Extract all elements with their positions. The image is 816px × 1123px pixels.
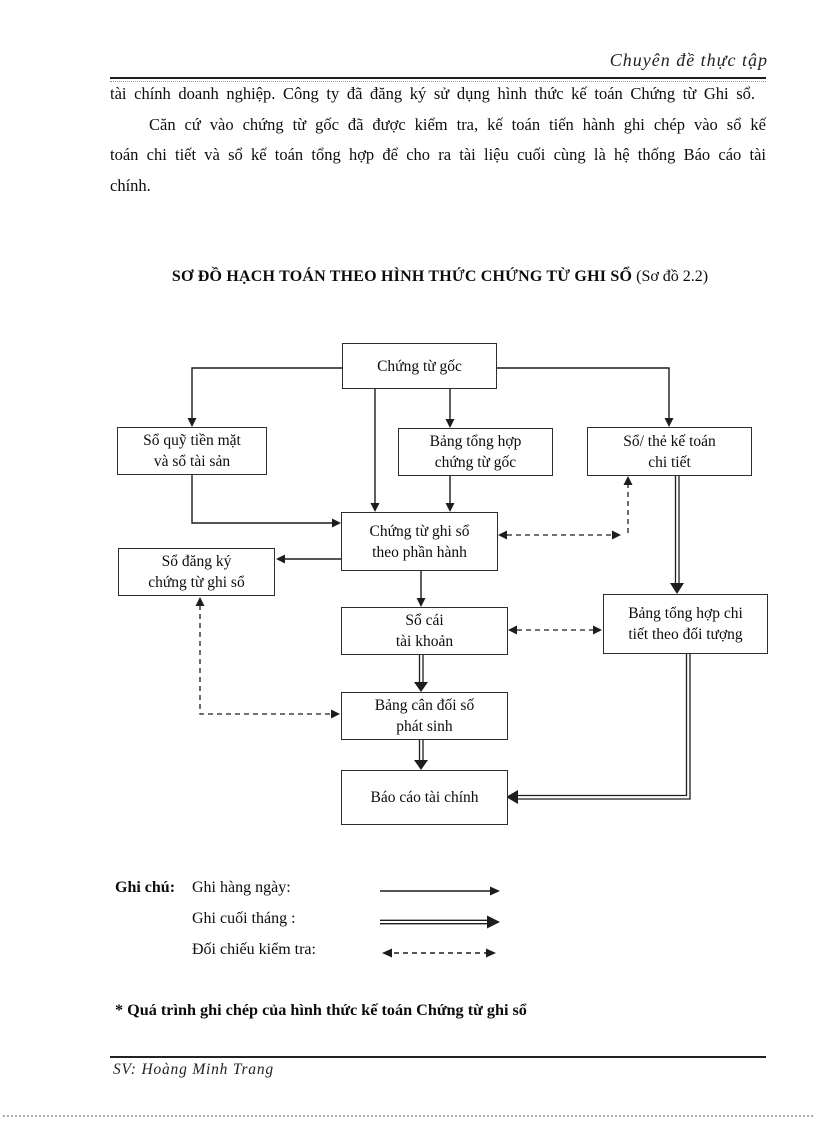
diagram-title-main: SƠ ĐỒ HẠCH TOÁN THEO HÌNH THỨC CHỨNG TỪ … [171,268,633,285]
arrowheads [187,418,684,804]
node-bang-tong-hop-chung-tu-goc: Bảng tổng hợp chứng từ gốc [398,428,553,476]
node-so-quy-tien-mat: Sổ quỹ tiền mặt và sổ tài sản [117,427,267,475]
node-chung-tu-goc: Chứng từ gốc [342,343,497,389]
node-bao-cao-tai-chinh: Báo cáo tài chính [341,770,508,825]
footer-author: SV: Hoàng Minh Trang [113,1061,274,1078]
body-paragraph-2: Căn cứ vào chứng từ gốc đã được kiểm tra… [110,114,766,195]
node-so-the-ke-toan-chi-tiet: Sổ/ thẻ kế toán chi tiết [587,427,752,476]
node-so-dang-ky-chung-tu-ghi-so: Sổ đăng ký chứng từ ghi sổ [118,548,275,596]
legend-item-monthly-label: Ghi cuối tháng : [192,910,296,927]
node-bang-can-doi-so-phat-sinh: Bảng cân đối số phát sinh [341,692,508,740]
diagram-title-ref: (Sơ đồ 2.2) [632,268,709,285]
page-bottom-dotted-line [3,1115,813,1117]
double-arrow-icon [380,915,500,929]
note-caption: * Quá trình ghi chép của hình thức kế to… [115,1001,527,1019]
header-running-title: Chuyên đề thực tập [609,50,768,70]
double-connector-lines [418,476,691,800]
node-bang-tong-hop-chi-tiet: Bảng tổng hợp chi tiết theo đối tượng [603,594,768,654]
solid-arrow-icon [380,886,500,896]
legend-title: Ghi chú: [115,879,176,896]
edge-soquy-to-ctgs [191,475,332,524]
body-paragraph-1: tài chính doanh nghiệp. Công ty đã đăng … [110,84,756,103]
body-text-block: tài chính doanh nghiệp. Công ty đã đăng … [110,79,766,201]
legend-item-check-label: Đối chiếu kiểm tra: [192,941,316,958]
dashed-arrow-icon [382,948,496,958]
diagram-title: SƠ ĐỒ HẠCH TOÁN THEO HÌNH THỨC CHỨNG TỪ … [110,268,770,286]
dashed-connector-lines [199,485,629,715]
header-rule [110,77,766,82]
footer-rule [110,1056,766,1058]
edge-goc-to-soquy [191,367,342,420]
edge-sodangky-bangcandoi-dashed [199,605,331,715]
edge-goc-to-sothe [497,367,670,420]
node-chung-tu-ghi-so-phan-hanh: Chứng từ ghi sổ theo phần hành [341,512,498,571]
flowchart: Chứng từ gốc Sổ quỹ tiền mặt và sổ tài s… [0,335,816,845]
node-so-cai-tai-khoan: Sổ cái tài khoản [341,607,508,655]
legend-item-daily-label: Ghi hàng ngày: [192,879,291,896]
solid-connector-lines [191,367,670,599]
flowchart-connectors [187,367,691,804]
